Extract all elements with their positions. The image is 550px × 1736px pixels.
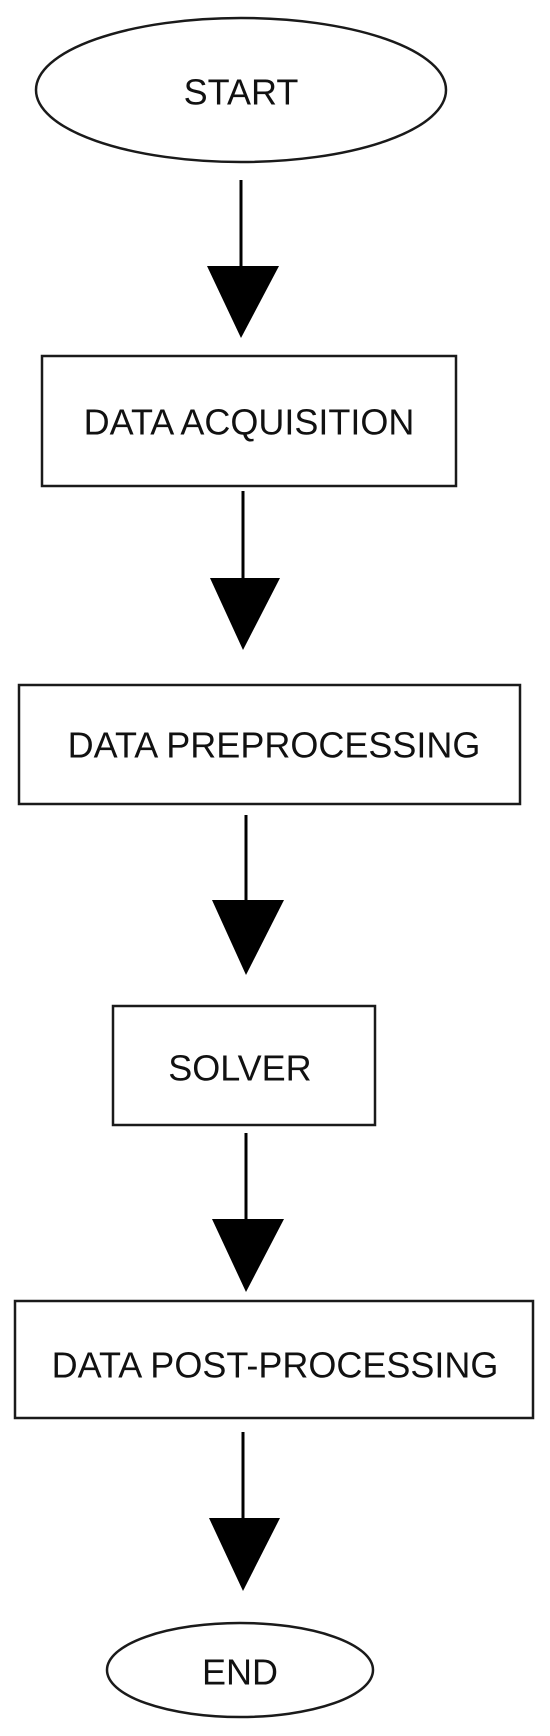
arrow-preprocessing-to-solver <box>212 815 284 975</box>
data-acquisition-label: DATA ACQUISITION <box>84 402 415 443</box>
data-post-processing-step: DATA POST-PROCESSING <box>13 1299 535 1420</box>
solver-step: SOLVER <box>111 1004 377 1127</box>
solver-label: SOLVER <box>168 1048 311 1089</box>
start-label: START <box>184 72 299 113</box>
start-terminal: START <box>34 16 448 164</box>
arrow-start-to-acquisition <box>207 180 279 338</box>
end-label: END <box>202 1652 278 1693</box>
data-acquisition-step: DATA ACQUISITION <box>40 354 458 488</box>
arrow-acquisition-to-preprocessing <box>210 491 280 650</box>
data-preprocessing-step: DATA PREPROCESSING <box>17 683 522 806</box>
data-preprocessing-label: DATA PREPROCESSING <box>68 725 481 766</box>
arrow-postprocessing-to-end <box>209 1432 280 1591</box>
end-terminal: END <box>105 1621 375 1719</box>
data-post-processing-label: DATA POST-PROCESSING <box>52 1345 499 1386</box>
arrow-solver-to-postprocessing <box>212 1133 284 1292</box>
